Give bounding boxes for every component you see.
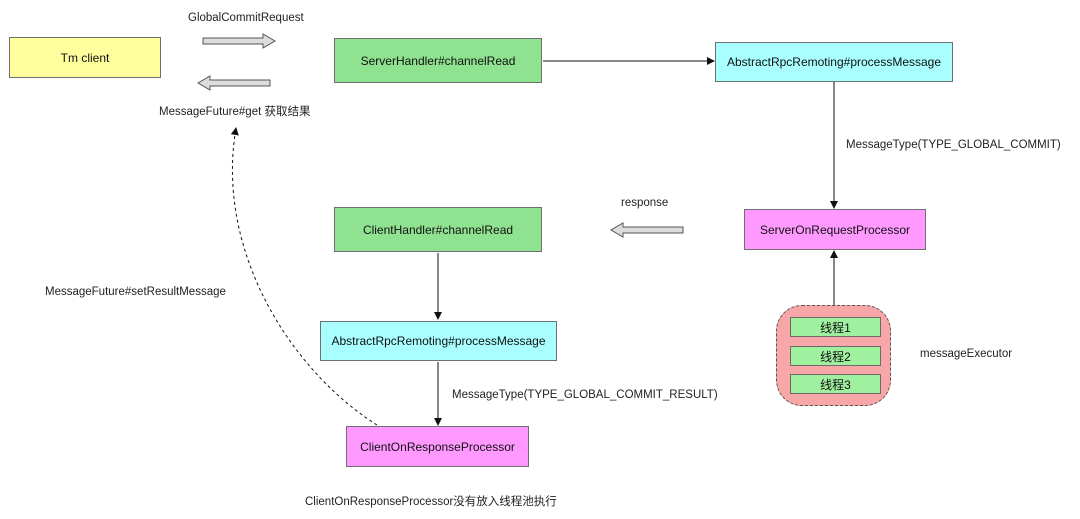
message-executor-label: messageExecutor bbox=[920, 348, 1013, 360]
set-result-message-label: MessageFuture#setResultMessage bbox=[45, 286, 226, 298]
server-request-processor-node: ServerOnRequestProcessor bbox=[744, 209, 926, 250]
set-result-message-curve bbox=[230, 127, 378, 426]
footnote-label: ClientOnResponseProcessor没有放入线程池执行 bbox=[305, 496, 557, 508]
thread-1: 线程1 bbox=[790, 317, 881, 337]
thread-2: 线程2 bbox=[790, 346, 881, 366]
message-type-commit-result-label: MessageType(TYPE_GLOBAL_COMMIT_RESULT) bbox=[452, 389, 718, 401]
message-type-commit-label: MessageType(TYPE_GLOBAL_COMMIT) bbox=[846, 139, 1061, 151]
response-label: response bbox=[621, 197, 669, 209]
client-handler-node: ClientHandler#channelRead bbox=[334, 207, 542, 252]
server-handler-node: ServerHandler#channelRead bbox=[334, 38, 542, 83]
thread-3: 线程3 bbox=[790, 374, 881, 394]
global-commit-request-label: GlobalCommitRequest bbox=[188, 12, 304, 24]
thread-pool: 线程1 线程2 线程3 bbox=[776, 305, 891, 406]
message-future-get-label: MessageFuture#get 获取结果 bbox=[159, 106, 311, 118]
response-arrow bbox=[610, 222, 684, 238]
client-response-processor-node: ClientOnResponseProcessor bbox=[346, 426, 529, 467]
global-commit-request-arrow bbox=[202, 33, 276, 49]
server-remoting-node: AbstractRpcRemoting#processMessage bbox=[715, 42, 953, 82]
client-remoting-node: AbstractRpcRemoting#processMessage bbox=[320, 321, 557, 361]
tm-client-node: Tm client bbox=[9, 37, 161, 78]
result-return-arrow bbox=[197, 75, 271, 91]
